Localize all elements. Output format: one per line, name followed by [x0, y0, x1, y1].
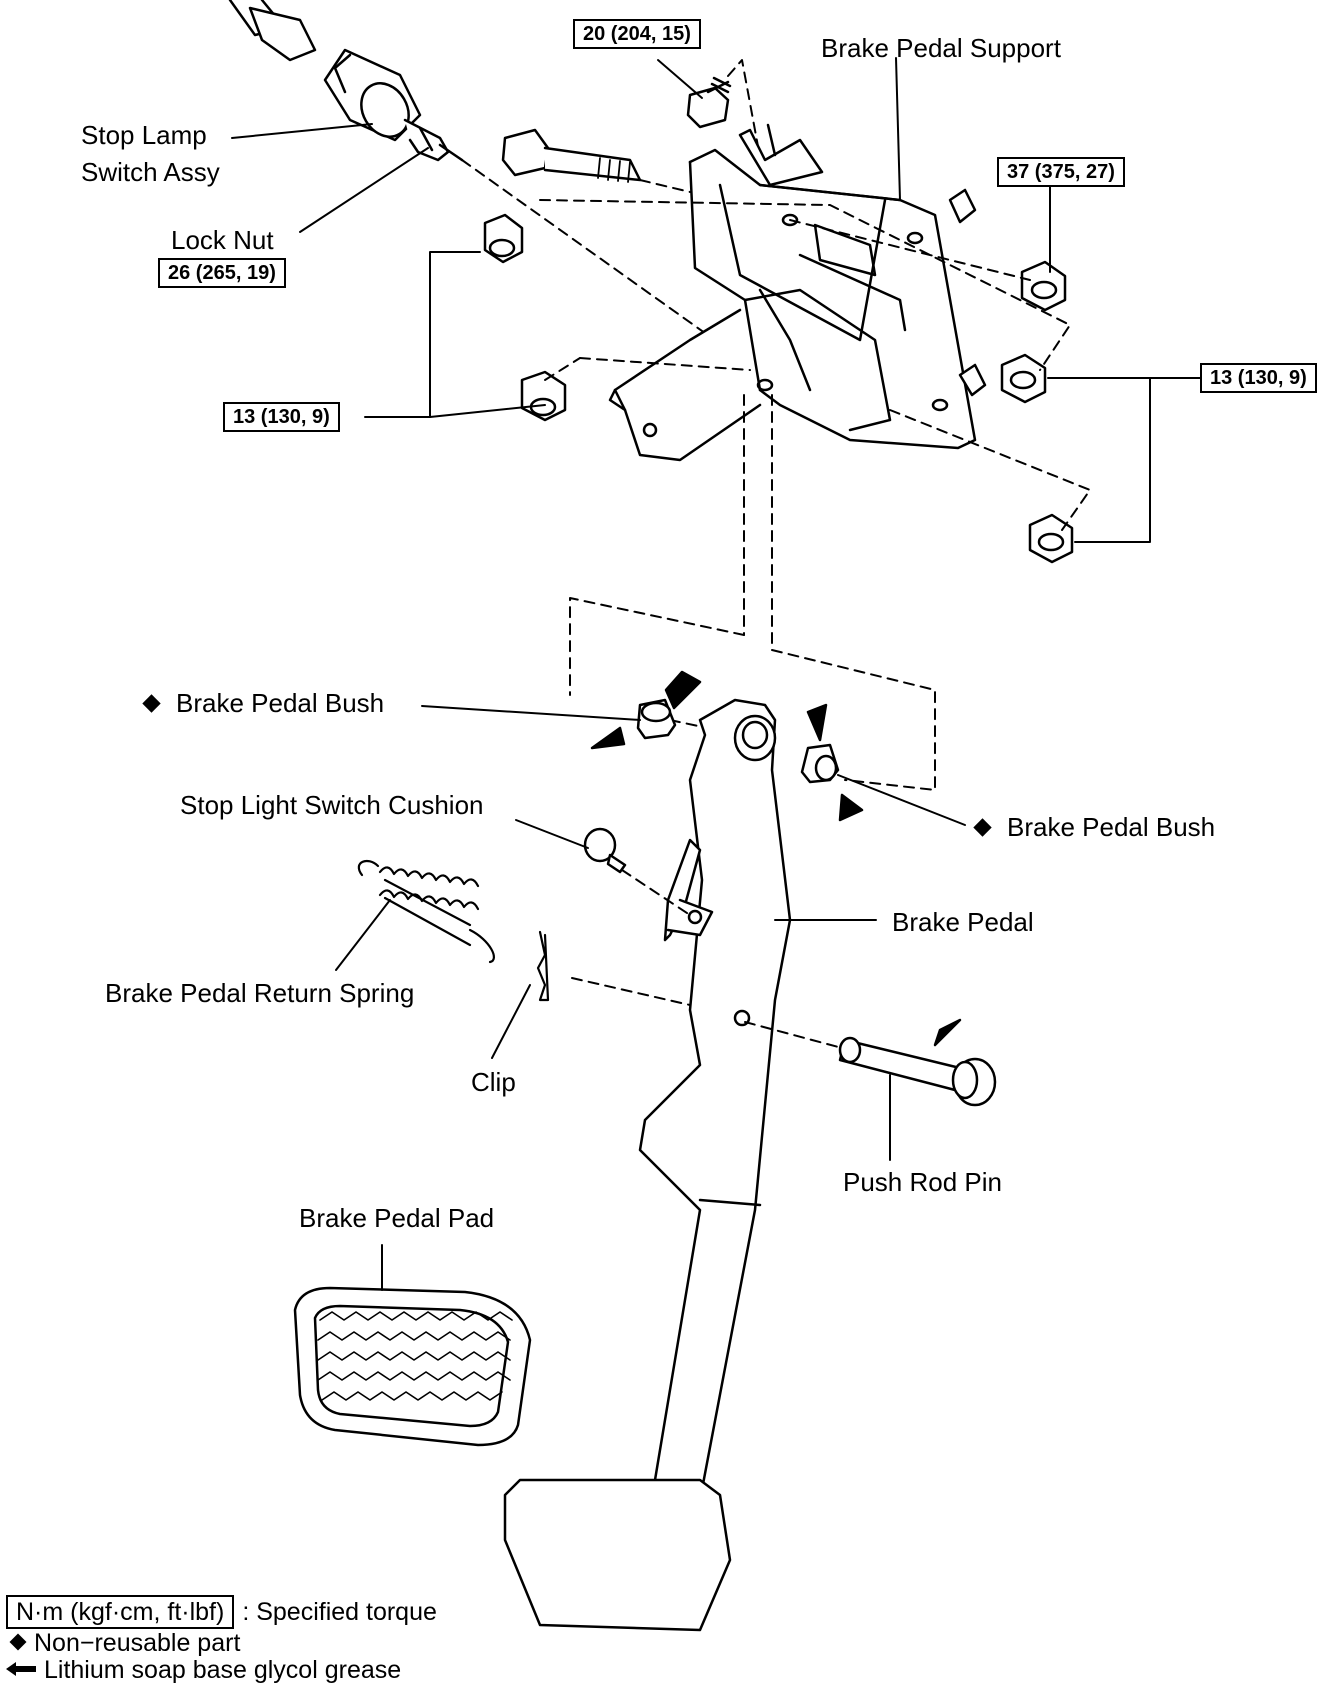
clip [536, 930, 550, 1002]
stop-light-switch-cushion-label: Stop Light Switch Cushion [180, 790, 484, 820]
long-bolt [501, 128, 642, 183]
brake-pedal-bush-left-label: Brake Pedal Bush [142, 688, 385, 718]
stop-lamp-switch-assy [228, 0, 464, 162]
brake-pedal-pad-label: Brake Pedal Pad [299, 1203, 495, 1233]
left-nuts-torque: 13 (130, 9) [223, 402, 340, 432]
top-bolt [686, 76, 732, 129]
clip-label: Clip [471, 1067, 516, 1097]
non-reusable-diamond-icon [973, 817, 992, 837]
brake-pedal-support [608, 123, 987, 462]
stop-lamp-leader [231, 123, 373, 139]
legend-grease: Lithium soap base glycol grease [6, 1656, 402, 1684]
brake-pedal-foot [503, 1478, 732, 1632]
right-nuts-torque: 13 (130, 9) [1200, 363, 1317, 393]
brake-pedal-support-label: Brake Pedal Support [821, 33, 1061, 63]
top-bolt-torque: 20 (204, 15) [573, 19, 701, 49]
brake-pedal-label: Brake Pedal [892, 907, 1034, 937]
brake-pedal-return-spring [357, 859, 495, 964]
brake-pedal-bushes [636, 698, 840, 784]
lock-nut-torque: 26 (265, 19) [158, 258, 286, 288]
legend-non-reusable: Non−reusable part [6, 1628, 240, 1658]
non-reusable-text: Non−reusable part [34, 1629, 241, 1657]
torque-desc: : Specified torque [242, 1598, 437, 1626]
brake-pedal-pad [293, 1286, 532, 1447]
push-rod-pin-label: Push Rod Pin [843, 1167, 1002, 1197]
grease-arrow-icon [6, 1662, 36, 1677]
push-rod-pin [838, 1036, 997, 1107]
stop-lamp-switch-label-2: Switch Assy [81, 157, 220, 187]
lock-nut-label: Lock Nut [171, 225, 274, 255]
brake-pedal-bush-left-text: Brake Pedal Bush [176, 688, 385, 718]
stop-lamp-switch-label-1: Stop Lamp [81, 120, 207, 150]
torque-unit-box: N·m (kgf·cm, ft·lbf) [6, 1595, 235, 1629]
lock-nut-leader [299, 147, 429, 233]
non-reusable-diamond-icon [142, 693, 161, 713]
brake-pedal-bush-right-label: Brake Pedal Bush [973, 812, 1216, 842]
support-nuts [483, 213, 1074, 564]
brake-pedal-arm [638, 698, 792, 1512]
brake-pedal-bush-right-text: Brake Pedal Bush [1007, 812, 1216, 842]
grease-text: Lithium soap base glycol grease [44, 1656, 402, 1684]
diamond-icon [9, 1633, 27, 1651]
legend-torque: N·m (kgf·cm, ft·lbf): Specified torque [6, 1595, 437, 1629]
stop-light-switch-cushion [583, 827, 627, 874]
upper-right-nut-torque: 37 (375, 27) [997, 157, 1125, 187]
brake-pedal-return-spring-label: Brake Pedal Return Spring [105, 978, 415, 1008]
grease-arrows [590, 670, 962, 1047]
